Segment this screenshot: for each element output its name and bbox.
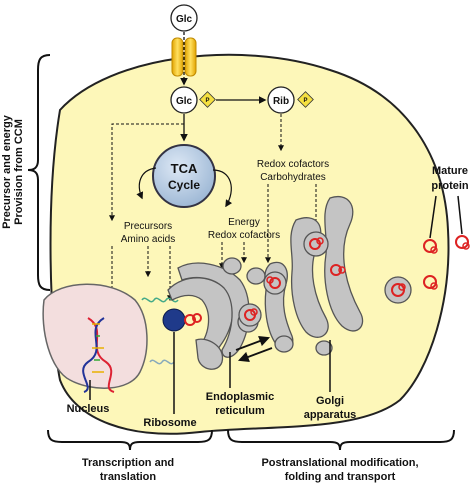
- bottom-right-line2: folding and transport: [285, 471, 396, 483]
- glc-inner-label: Glc: [176, 96, 193, 107]
- protein-icon: [455, 235, 470, 250]
- mature-pointer-1: [429, 195, 437, 239]
- vesicle-1: [303, 231, 329, 257]
- cell-membrane: [49, 53, 450, 435]
- left-bracket: [27, 54, 51, 291]
- svg-text:P: P: [205, 98, 209, 104]
- protein-icon: [184, 313, 202, 326]
- vesicle-3: [238, 303, 262, 327]
- energy-line2: Redox cofactors: [208, 230, 280, 241]
- ribosome-icon: [162, 308, 186, 332]
- phosphate-badge-glc: P: [199, 91, 216, 108]
- dna-helix-icon: [82, 317, 115, 393]
- golgi-to-er-arrow: [237, 347, 273, 363]
- tca-label-line1: TCA: [171, 161, 198, 176]
- rib-label: Rib: [273, 96, 289, 107]
- ribosome-label: Ribosome: [143, 417, 196, 429]
- protein-icons: [184, 235, 470, 326]
- protein-icon: [244, 308, 258, 321]
- bottom-bracket-left: [47, 429, 213, 451]
- svg-text:P: P: [303, 98, 307, 104]
- phosphate-badge-rib: P: [297, 91, 314, 108]
- rib-node: Rib: [267, 86, 295, 114]
- protein-icon: [266, 276, 281, 289]
- protein-icon: [330, 264, 346, 276]
- mature-line1: Mature: [432, 165, 468, 177]
- er-label-line1: Endoplasmic: [206, 391, 274, 403]
- mature-pointer-2: [457, 195, 463, 235]
- vesicle-2: [263, 271, 287, 295]
- endoplasmic-reticulum: [167, 257, 266, 370]
- protein-icon: [391, 283, 406, 297]
- precursors-line2: Amino acids: [121, 234, 175, 245]
- mature-line2: protein: [431, 180, 469, 192]
- glc-branch-left: [109, 123, 184, 222]
- protein-icon: [423, 275, 438, 290]
- er-label-line2: reticulum: [215, 405, 265, 417]
- tca-label-line2: Cycle: [168, 178, 200, 192]
- bottom-left-line1: Transcription and: [82, 457, 174, 469]
- tca-out-right: [212, 169, 233, 208]
- vesicle-4: [384, 276, 412, 304]
- glc-intracellular: Glc: [170, 86, 198, 114]
- bottom-bracket-right: [227, 429, 455, 451]
- bottom-left-line2: translation: [100, 471, 157, 483]
- glc-top-label: Glc: [176, 14, 193, 25]
- energy-line1: Energy: [228, 217, 260, 228]
- side-label-line1: Precursor and energy: [1, 114, 13, 229]
- protein-icon: [309, 237, 324, 250]
- precursors-line1: Precursors: [124, 221, 172, 232]
- tca-cycle: TCA Cycle: [152, 144, 216, 208]
- golgi-label-line1: Golgi: [316, 395, 344, 407]
- glc-extracellular: Glc: [170, 4, 198, 32]
- redox-carb-line2: Carbohydrates: [260, 172, 326, 183]
- redox-carb-line1: Redox cofactors: [257, 159, 329, 170]
- golgi-apparatus: [264, 196, 364, 356]
- nucleus-label: Nucleus: [67, 403, 110, 415]
- golgi-label-line2: apparatus: [304, 409, 357, 421]
- er-to-golgi-arrow: [235, 335, 271, 351]
- bottom-right-line1: Postranslational modification,: [261, 457, 418, 469]
- nucleus: [42, 283, 148, 393]
- mrna-strand-2: [149, 359, 175, 365]
- glucose-transporter-icon: [171, 37, 197, 77]
- side-label-line2: Provision from CCM: [13, 119, 25, 225]
- protein-icon: [423, 239, 438, 254]
- tca-out-left: [136, 167, 157, 200]
